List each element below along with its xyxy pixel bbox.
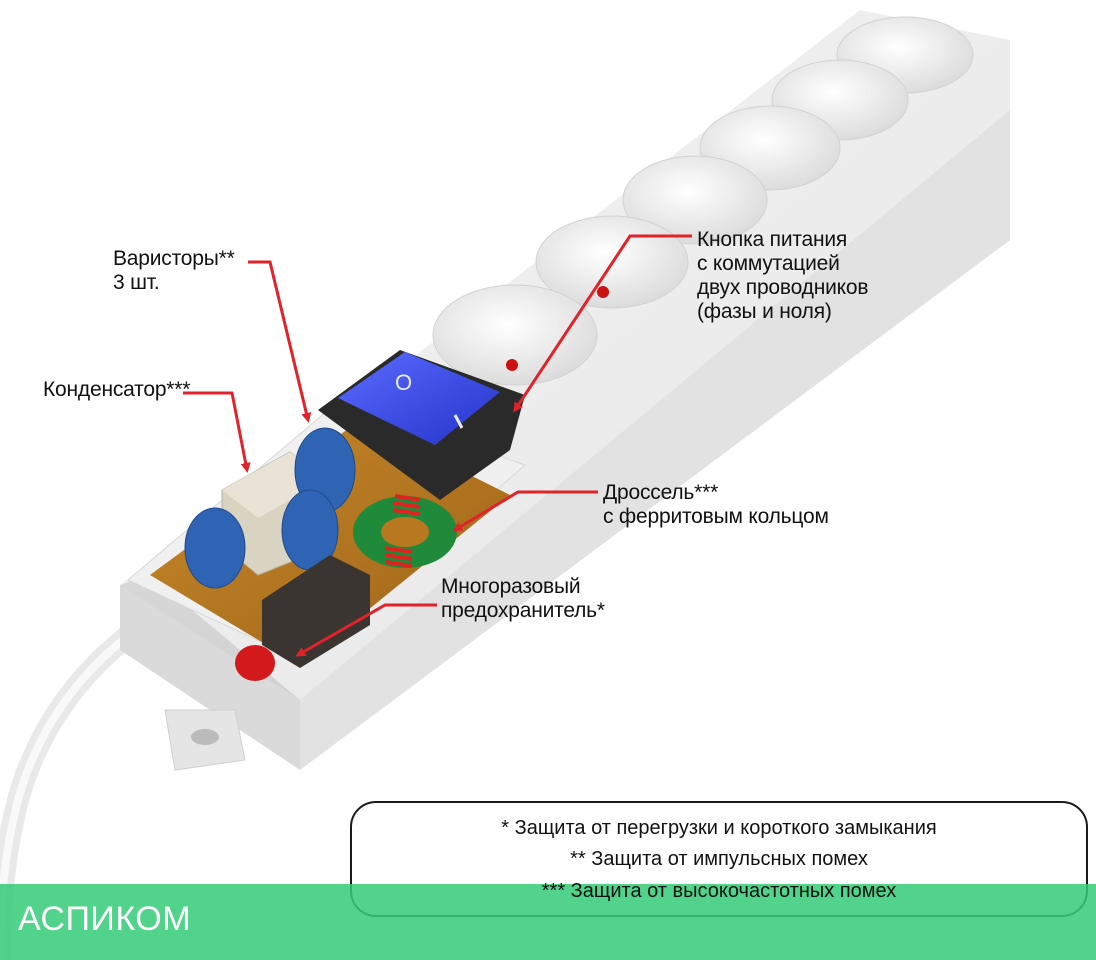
arrow-varistors (248, 262, 308, 420)
power-button-label-line2: с коммутацией (697, 252, 868, 276)
power-button-label-line4: (фазы и ноля) (697, 300, 868, 324)
svg-text:O: O (395, 370, 412, 395)
fuse-label: Многоразовый предохранитель* (441, 575, 605, 623)
legend-line-2: ** Защита от импульсных помех (350, 848, 1088, 871)
fuse-label-line2: предохранитель* (441, 599, 605, 623)
capacitor-label-line1: Конденсатор*** (43, 378, 190, 402)
brand-name: АСПИКОМ (18, 900, 191, 939)
power-button-label-line3: двух проводников (697, 276, 868, 300)
legend-line-3: *** Защита от высокочастотных помех (350, 880, 1088, 903)
arrow-capacitor (183, 393, 247, 470)
fuse-label-line1: Многоразовый (441, 575, 605, 599)
varistors-label: Варисторы** 3 шт. (113, 247, 235, 295)
socket-6 (433, 285, 597, 385)
choke-label-line1: Дроссель*** (603, 481, 829, 505)
varistors-label-line2: 3 шт. (113, 271, 235, 295)
power-button-label: Кнопка питания с коммутацией двух провод… (697, 228, 868, 324)
power-button-label-line1: Кнопка питания (697, 228, 868, 252)
choke-label-line2: с ферритовым кольцом (603, 505, 829, 529)
choke-label: Дроссель*** с ферритовым кольцом (603, 481, 829, 529)
capacitor-label: Конденсатор*** (43, 378, 190, 402)
varistor-1 (185, 508, 245, 588)
legend-line-1: * Защита от перегрузки и короткого замык… (350, 817, 1088, 840)
choke (353, 496, 457, 568)
varistors-label-line1: Варисторы** (113, 247, 235, 271)
